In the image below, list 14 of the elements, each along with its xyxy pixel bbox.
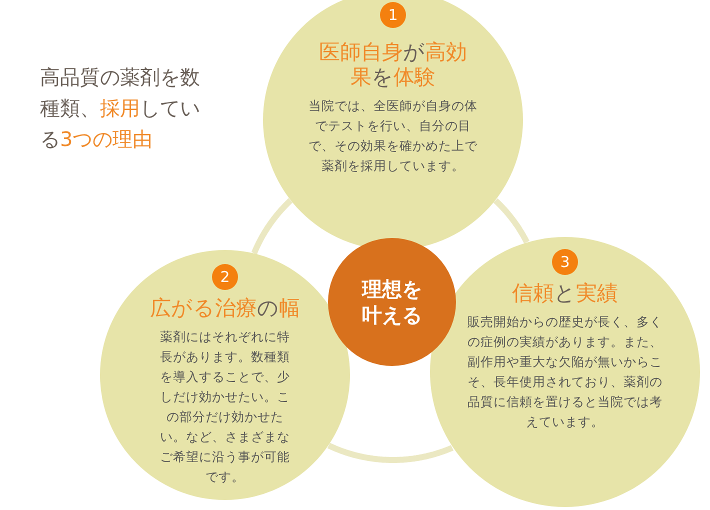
circle-heading: 信頼と実績 (511, 281, 619, 306)
ring-arc (493, 198, 530, 245)
center-circle: 理想を叶える (328, 238, 456, 366)
circle-text: 薬剤にはそれぞれに特長があります。数種類を導入することで、少しだけ効かせたい。この部分だけ効かせたい。など、さまざまなご希望に沿う事が可能です。 (159, 328, 291, 486)
ring-arc (251, 198, 293, 256)
number-badge: 1 (380, 2, 406, 28)
heading-text: 高品質の薬剤を数種類、採用している3つの理由 (40, 64, 200, 153)
ring-arc (326, 442, 454, 463)
number-badge: 2 (212, 264, 238, 290)
circle-text: 販売開始からの歴史が長く、多くの症例の実績があります。また、副作用や重大な欠陥が無いからこそ、長年使用されており、薬剤の品質に信頼を置けると当院では考えています。 (468, 313, 662, 432)
circle-heading: 医師自身が高効果を体験 (318, 40, 468, 90)
circle-text: 当院では、全医師が自身の体でテストを行い、自分の目で、その効果を確かめた上で薬剤を採用しています。 (308, 97, 478, 176)
number-badge: 3 (552, 249, 578, 275)
circle-heading: 広がる治療の幅 (149, 296, 301, 322)
